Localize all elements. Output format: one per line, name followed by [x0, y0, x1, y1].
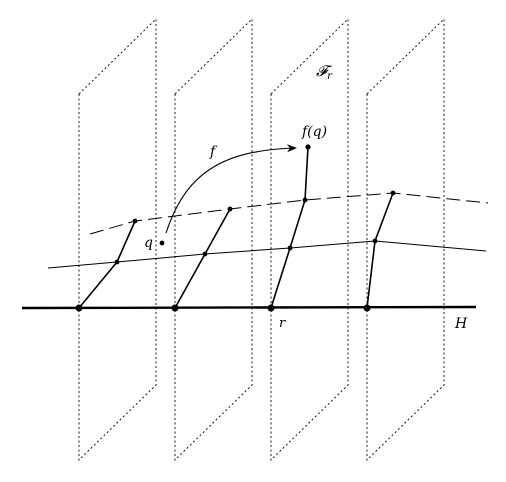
base-point-1	[75, 304, 83, 312]
point-2b	[227, 206, 233, 212]
plane-2	[174, 17, 253, 462]
base-point-r	[267, 304, 275, 312]
base-point-4	[363, 304, 371, 312]
point-3b	[302, 197, 308, 203]
point-4b	[390, 190, 396, 196]
map-label-f: f	[209, 144, 218, 160]
map-arrow-f	[165, 144, 297, 234]
plane-1	[78, 17, 157, 462]
leaf-4	[366, 192, 394, 309]
lower-curve	[47, 240, 487, 269]
point-1b	[132, 218, 138, 224]
base-point-2	[171, 304, 179, 312]
image-label-fq: f(q)	[301, 124, 327, 140]
base-point-label-r: r	[279, 316, 286, 331]
plane-4	[366, 17, 445, 462]
point-1a	[114, 259, 120, 265]
fiber-label: 𝓕r	[316, 62, 333, 82]
point-fq	[305, 144, 311, 150]
base-line-h	[21, 305, 477, 310]
point-q	[159, 240, 165, 246]
point-3a	[287, 245, 293, 251]
point-4a	[372, 238, 378, 244]
leaf-3	[270, 146, 309, 309]
point-label-q: q	[144, 235, 153, 251]
leaf-2	[174, 208, 231, 309]
hyperplane-label-h: H	[454, 316, 468, 332]
point-2a	[202, 251, 208, 257]
plane-3	[270, 17, 349, 462]
upper-dashed-curve	[89, 192, 489, 235]
